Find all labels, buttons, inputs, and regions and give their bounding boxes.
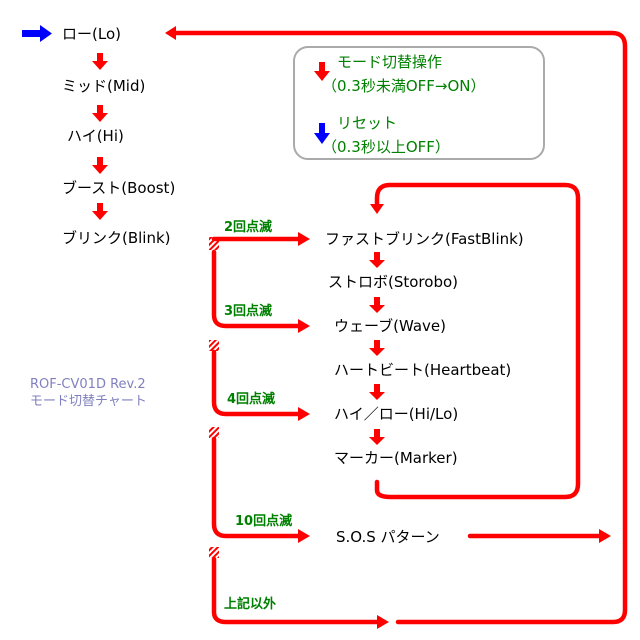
mode-sos: S.O.S パターン — [336, 528, 440, 546]
sos-exit-arrowhead — [599, 529, 611, 543]
mode-mid: ミッド(Mid) — [62, 77, 145, 95]
legend-mode-switch-detail: （0.3秒未満OFF→ON） — [322, 77, 486, 95]
legend-box — [293, 46, 545, 160]
branch-other-arrowhead — [377, 615, 389, 629]
legend-blue-arrow-icon — [314, 123, 330, 144]
down-arrow-icon — [92, 203, 108, 220]
reset-return-arrowhead — [165, 26, 176, 40]
branch-hatch — [209, 427, 219, 438]
mode-heartbeat: ハートビート(Heartbeat) — [334, 361, 511, 379]
down-arrow-icon — [92, 157, 108, 174]
down-arrow-icon — [369, 429, 385, 445]
legend-mode-switch-title: モード切替操作 — [337, 53, 442, 71]
blink-loop-arrowhead — [370, 204, 384, 214]
branch-4-line — [211, 349, 302, 417]
legend-reset-detail: （0.3秒以上OFF） — [322, 138, 450, 156]
mode-fastblink: ファストブリンク(FastBlink) — [325, 230, 524, 248]
branch-3-line — [211, 249, 302, 329]
down-arrow-icon — [369, 384, 385, 400]
branch-3-arrowhead — [298, 319, 310, 333]
mode-boost: ブースト(Boost) — [62, 179, 175, 197]
down-arrow-icon — [369, 297, 385, 313]
branch-label-2: 2回点滅 — [224, 219, 272, 235]
branch-10-line — [211, 436, 302, 539]
start-arrow-icon — [22, 25, 52, 42]
branch-4-arrowhead — [298, 407, 310, 421]
mode-storobo: ストロボ(Storobo) — [328, 273, 458, 291]
down-arrow-icon — [369, 340, 385, 356]
down-arrow-icon — [92, 53, 108, 70]
branch-label-other: 上記以外 — [224, 596, 276, 612]
branch-hatch — [209, 547, 219, 558]
mode-lo: ロー(Lo) — [62, 25, 121, 43]
mode-hi: ハイ(Hi) — [67, 127, 124, 145]
branch-2-arrowhead — [298, 232, 310, 246]
mode-wave: ウェーブ(Wave) — [334, 317, 446, 335]
note-title: モード切替チャート — [30, 394, 147, 409]
note-model: ROF-CV01D Rev.2 — [30, 377, 146, 392]
down-arrow-icon — [369, 252, 385, 268]
mode-hilo: ハイ／ロー(Hi/Lo) — [334, 405, 458, 423]
reset-return-line — [172, 30, 628, 625]
mode-blink: ブリンク(Blink) — [62, 229, 171, 247]
branch-label-4: 4回点滅 — [227, 391, 275, 407]
down-arrow-icon — [92, 105, 108, 122]
blink-loop-line — [374, 182, 581, 500]
branch-label-3: 3回点滅 — [224, 303, 272, 319]
branch-hatch — [209, 340, 219, 351]
branch-10-arrowhead — [298, 529, 310, 543]
mode-marker: マーカー(Marker) — [334, 449, 458, 467]
legend-red-arrow-icon — [314, 62, 330, 81]
branch-hatch — [209, 237, 219, 250]
legend-reset-title: リセット — [337, 114, 397, 132]
branch-other-line — [211, 556, 381, 625]
branch-label-10: 10回点滅 — [235, 513, 292, 529]
